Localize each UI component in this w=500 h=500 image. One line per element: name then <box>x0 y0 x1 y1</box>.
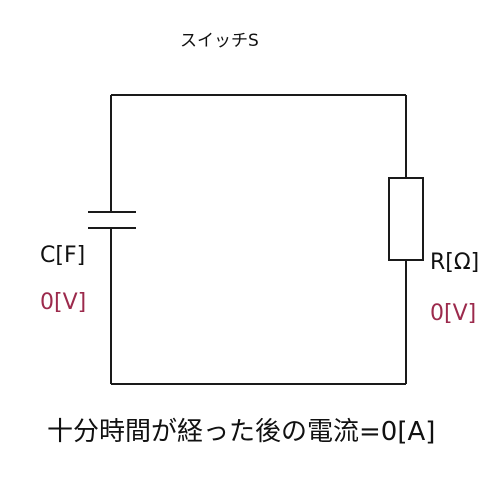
resistor-voltage: 0[V] <box>430 301 477 326</box>
capacitor-label: C[F] <box>40 243 86 268</box>
resistor-label: R[Ω] <box>430 250 480 275</box>
current-caption: 十分時間が経った後の電流=0[A] <box>47 417 436 447</box>
resistor <box>388 177 424 261</box>
switch-label: スイッチS <box>180 31 259 51</box>
capacitor-voltage: 0[V] <box>40 290 87 315</box>
